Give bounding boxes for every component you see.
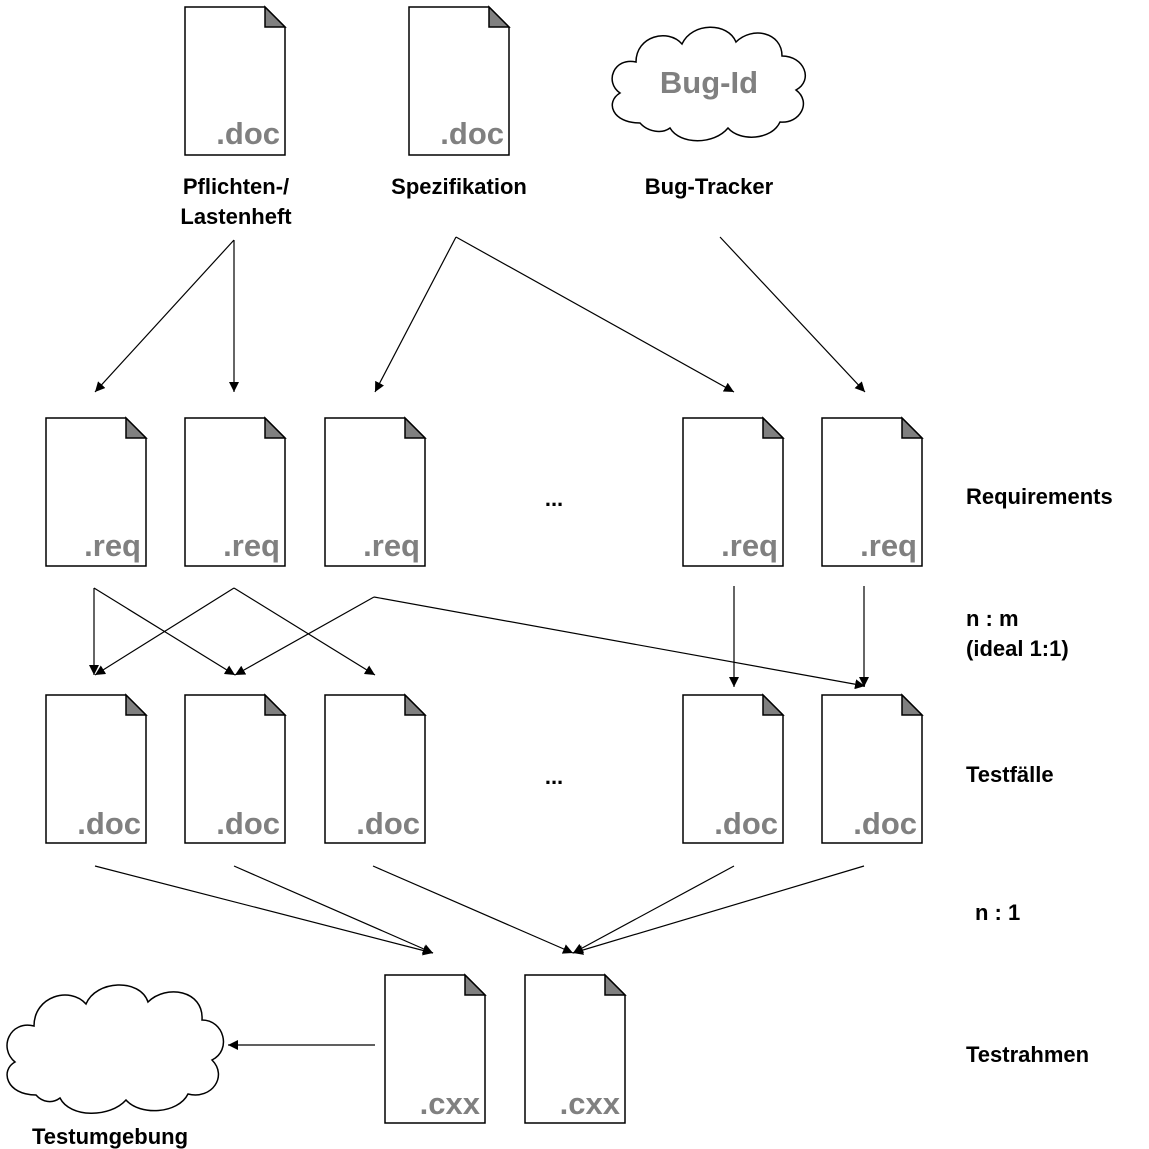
relation-n-1: n : 1 — [975, 900, 1020, 925]
testcase-ext-3: .doc — [356, 806, 420, 841]
arrow-test2-cxx1 — [233, 865, 434, 954]
testcase-ext-2: .doc — [216, 806, 280, 841]
testcase-ext-5: .doc — [853, 806, 917, 841]
testcase-ext-4: .doc — [714, 806, 778, 841]
arrow-pflichten-req1 — [94, 239, 235, 393]
testcase-document-1: .doc — [45, 693, 148, 844]
framework-ext-1: .cxx — [420, 1086, 481, 1121]
bugtracker-cloud-icon: Bug-Id — [611, 26, 807, 142]
requirements-ellipsis: ... — [545, 486, 563, 511]
requirement-document-5: .req — [821, 416, 924, 567]
arrow-spez-req3 — [374, 236, 457, 393]
pflichtenheft-label-line2: Lastenheft — [180, 204, 292, 229]
testfaelle-row-label: Testfälle — [966, 762, 1054, 787]
requirement-ext-4: .req — [721, 528, 778, 563]
requirement-ext-5: .req — [860, 528, 917, 563]
bugtracker-label: Bug-Tracker — [645, 174, 774, 199]
arrow-req2-test3 — [233, 587, 376, 676]
requirement-ext-2: .req — [223, 528, 280, 563]
relation-n-m: n : m — [966, 606, 1019, 631]
requirements-row-label: Requirements — [966, 484, 1113, 509]
source-to-requirement-arrows — [94, 236, 866, 393]
requirement-document-3: .req — [324, 416, 427, 567]
bugtracker-cloud-text: Bug-Id — [660, 65, 758, 100]
arrow-req2-test1 — [94, 587, 235, 676]
spezifikation-label: Spezifikation — [391, 174, 527, 199]
arrow-test4-cxx2 — [572, 865, 735, 954]
requirement-ext-3: .req — [363, 528, 420, 563]
testumgebung-label: Testumgebung — [32, 1124, 188, 1149]
spezifikation-ext: .doc — [440, 116, 504, 151]
relation-ideal: (ideal 1:1) — [966, 636, 1069, 661]
testfaelle-ellipsis: ... — [545, 764, 563, 789]
testcase-document-2: .doc — [184, 693, 287, 844]
testrahmen-row-label: Testrahmen — [966, 1042, 1089, 1067]
requirement-to-testcase-arrows — [89, 586, 869, 690]
pflichtenheft-label-line1: Pflichten-/ — [183, 174, 289, 199]
arrow-spez-req4 — [455, 236, 735, 393]
testcase-document-4: .doc — [682, 693, 785, 844]
framework-document-2: .cxx — [524, 973, 627, 1124]
requirement-ext-1: .req — [84, 528, 141, 563]
arrow-req3-test2 — [234, 596, 375, 676]
testumgebung-cloud-icon — [6, 984, 225, 1114]
testcase-document-3: .doc — [324, 693, 427, 844]
spezifikation-document-icon: .doc — [408, 5, 511, 156]
arrow-test1-cxx1 — [94, 865, 434, 956]
pflichtenheft-ext: .doc — [216, 116, 280, 151]
arrow-bug-req5 — [719, 236, 866, 393]
requirement-document-1: .req — [45, 416, 148, 567]
pflichtenheft-document-icon: .doc — [184, 5, 287, 156]
arrow-req3-test5 — [373, 596, 866, 690]
testcase-ext-1: .doc — [77, 806, 141, 841]
requirement-document-2: .req — [184, 416, 287, 567]
framework-document-1: .cxx — [384, 973, 487, 1124]
requirement-document-4: .req — [682, 416, 785, 567]
framework-ext-2: .cxx — [560, 1086, 621, 1121]
arrow-test5-cxx2 — [572, 865, 865, 955]
testcase-document-5: .doc — [821, 693, 924, 844]
arrow-test3-cxx2 — [372, 865, 574, 954]
testcase-to-framework-arrows — [94, 865, 865, 956]
